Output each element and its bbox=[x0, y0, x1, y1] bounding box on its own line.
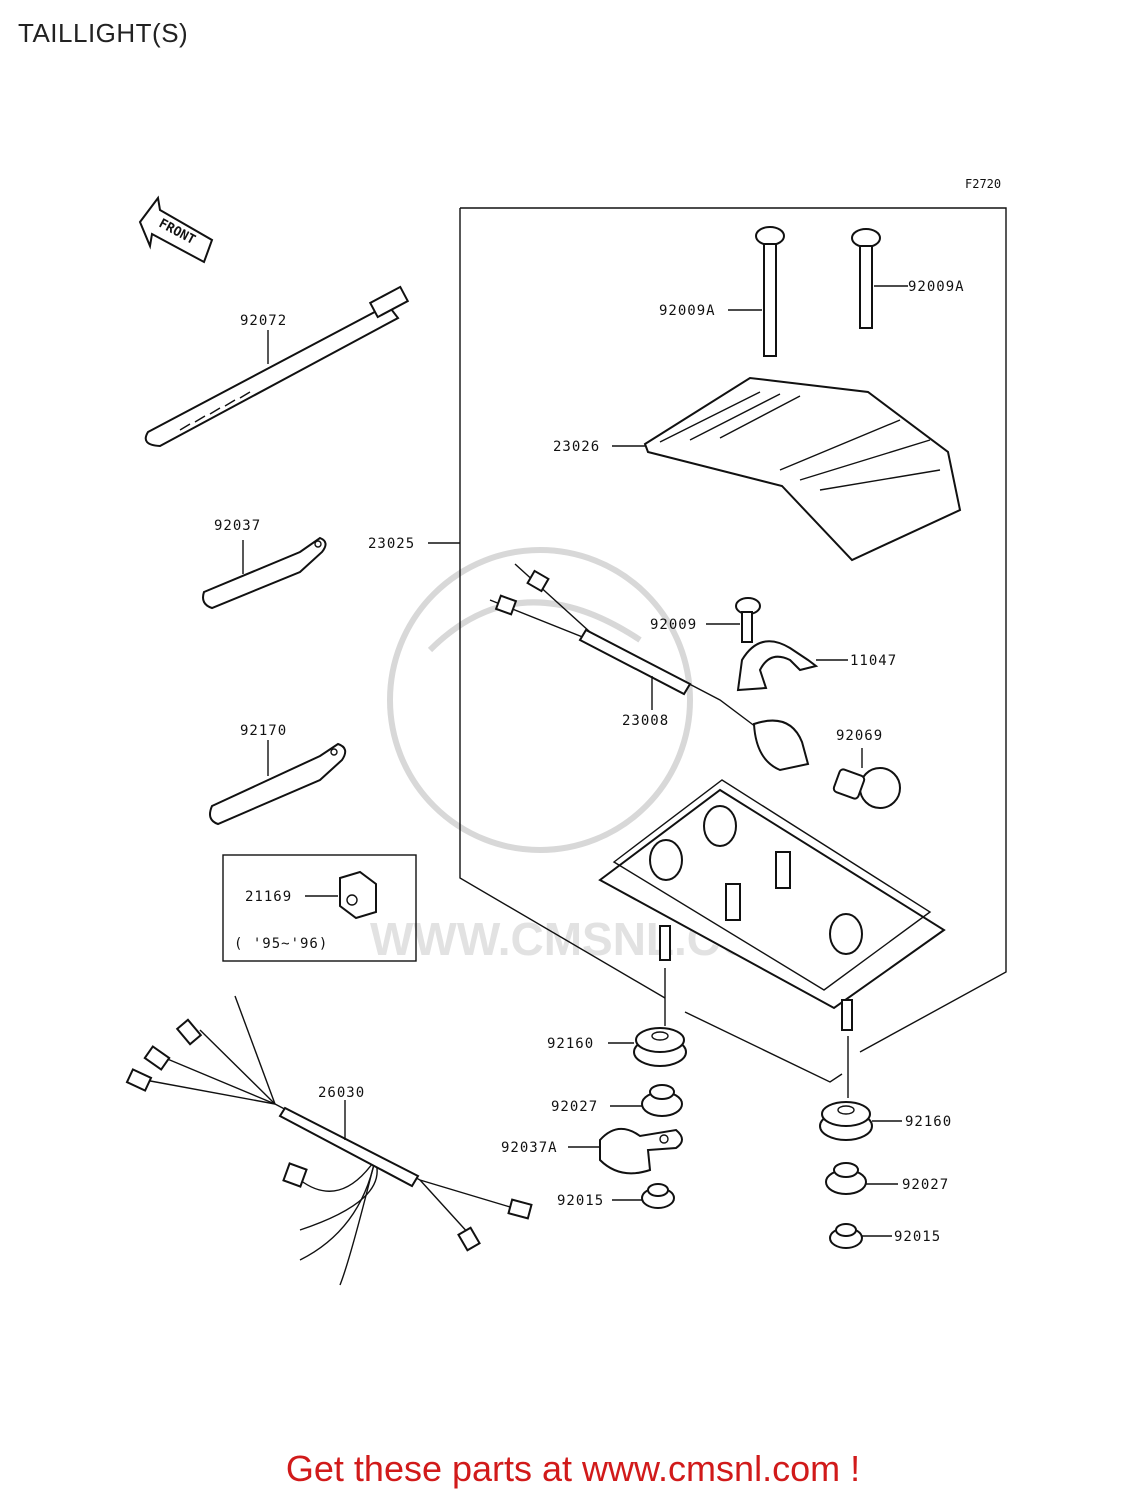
part-label-92037A: 92037A bbox=[501, 1140, 558, 1156]
part-label-92015-left: 92015 bbox=[557, 1193, 604, 1209]
bushing-92027-right bbox=[825, 1162, 867, 1195]
nut-92015-right bbox=[829, 1223, 863, 1249]
band-92037 bbox=[202, 536, 327, 610]
part-label-92027-left: 92027 bbox=[551, 1099, 598, 1115]
screw-92009 bbox=[735, 597, 761, 643]
clamp-11047 bbox=[736, 640, 819, 692]
assembly-frame bbox=[459, 207, 1007, 1083]
clamp-92037A bbox=[599, 1128, 683, 1175]
part-label-23025: 23025 bbox=[368, 536, 415, 552]
part-label-92037: 92037 bbox=[214, 518, 261, 534]
screw-92009A-right bbox=[851, 228, 881, 329]
bulb-92069 bbox=[832, 767, 901, 809]
part-label-92170: 92170 bbox=[240, 723, 287, 739]
part-label-92160-right: 92160 bbox=[905, 1114, 952, 1130]
socket-cable bbox=[489, 563, 810, 772]
band-92170 bbox=[209, 742, 347, 826]
part-label-92160-left: 92160 bbox=[547, 1036, 594, 1052]
grommet-92160-right bbox=[819, 1101, 873, 1141]
page-title: TAILLIGHT(S) bbox=[18, 18, 189, 48]
part-label-92015-right: 92015 bbox=[894, 1229, 941, 1245]
part-label-23008: 23008 bbox=[622, 713, 669, 729]
bushing-92027-left bbox=[641, 1084, 683, 1117]
lens-cover bbox=[643, 376, 962, 562]
part-label-92009: 92009 bbox=[650, 617, 697, 633]
footer-link[interactable]: Get these parts at www.cmsnl.com ! bbox=[285, 1448, 861, 1489]
note-box-21169 bbox=[222, 854, 417, 962]
clip-21169 bbox=[339, 870, 377, 920]
screw-92009A-left bbox=[755, 226, 785, 357]
part-note-21169: ( '95~'96) bbox=[234, 936, 328, 952]
cable-tie bbox=[144, 285, 410, 448]
part-label-92069: 92069 bbox=[836, 728, 883, 744]
figure-code: F2720 bbox=[965, 177, 1002, 191]
front-arrow: FRONT bbox=[138, 195, 214, 264]
part-label-21169: 21169 bbox=[245, 889, 292, 905]
part-label-23026: 23026 bbox=[553, 439, 600, 455]
part-label-92009A-right: 92009A bbox=[908, 279, 965, 295]
nut-92015-left bbox=[641, 1183, 675, 1209]
part-label-26030: 26030 bbox=[318, 1085, 365, 1101]
wire-harness bbox=[125, 995, 533, 1286]
part-label-92072: 92072 bbox=[240, 313, 287, 329]
part-label-92027-right: 92027 bbox=[902, 1177, 949, 1193]
grommet-92160-left bbox=[633, 1027, 687, 1067]
part-label-92009A-left: 92009A bbox=[659, 303, 716, 319]
taillight-housing bbox=[598, 779, 946, 1031]
part-label-11047: 11047 bbox=[850, 653, 897, 669]
